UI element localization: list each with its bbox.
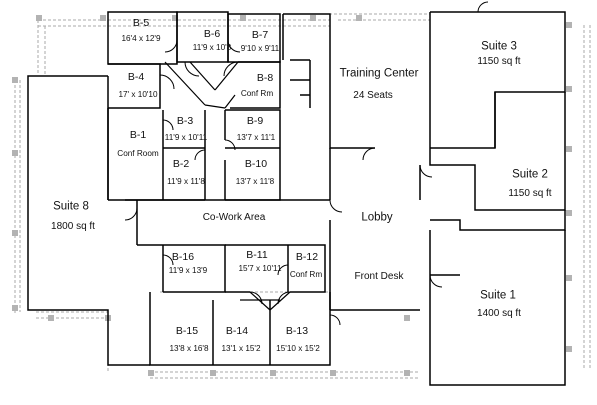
room-b13-name: B-13	[285, 324, 309, 337]
room-b9-name: B-9	[246, 114, 264, 127]
room-b14-name: B-14	[225, 324, 249, 337]
room-b3-name: B-3	[176, 114, 194, 127]
room-b15-name: B-15	[175, 324, 199, 337]
room-b12-name: B-12	[295, 250, 319, 263]
room-b7-size: 9'10 x 9'11	[240, 43, 280, 53]
outer-dashed-boundary	[14, 13, 591, 379]
suite-8-name: Suite 8	[53, 200, 89, 213]
room-b10-name: B-10	[244, 157, 268, 170]
lobby-label: Lobby	[361, 211, 393, 224]
suite-1-name: Suite 1	[480, 289, 516, 302]
room-b2-size: 11'9 x 11'8	[167, 176, 205, 186]
suite-2-name: Suite 2	[512, 168, 548, 181]
suite-8-size: 1800 sq ft	[51, 221, 95, 232]
room-b9-size: 13'7 x 11'1	[236, 132, 276, 142]
room-b8-name: B-8	[256, 71, 274, 84]
room-b1-name: B-1	[129, 128, 147, 141]
room-b7-name: B-7	[251, 28, 269, 41]
room-b1-size: Conf Room	[117, 148, 159, 158]
room-b12-size: Conf Rm	[289, 269, 323, 279]
room-b8-size: Conf Rm	[240, 88, 274, 98]
room-b5-name: B-5	[132, 16, 150, 29]
suite-1-size: 1400 sq ft	[477, 308, 521, 319]
room-b16-name: B-16	[171, 250, 195, 263]
room-b2-name: B-2	[172, 157, 190, 170]
columns	[12, 15, 572, 376]
room-b6-name: B-6	[203, 27, 221, 40]
room-b10-size: 13'7 x 11'8	[235, 176, 275, 186]
room-b4-size: 17' x 10'10	[118, 89, 158, 99]
room-b5-size: 16'4 x 12'9	[121, 33, 161, 43]
room-b3-size: 11'9 x 10'11	[164, 132, 208, 142]
co-work-area-label: Co-Work Area	[202, 212, 266, 223]
training-center-name: Training Center	[339, 67, 419, 80]
suite-2-size: 1150 sq ft	[508, 188, 552, 199]
room-b6-size: 11'9 x 10'8	[192, 42, 232, 52]
suite-3-size: 1150 sq ft	[477, 56, 521, 67]
front-desk-label: Front Desk	[354, 271, 404, 282]
room-b13-size: 15'10 x 15'2	[276, 343, 320, 353]
walls	[27, 11, 566, 386]
room-b4-name: B-4	[127, 70, 145, 83]
room-b11-size: 15'7 x 10'11	[238, 263, 282, 273]
room-b15-size: 13'8 x 16'8	[169, 343, 209, 353]
suite-3-name: Suite 3	[481, 40, 517, 53]
training-center-seats: 24 Seats	[353, 90, 393, 101]
room-b16-size: 11'9 x 13'9	[168, 265, 208, 275]
room-b14-size: 13'1 x 15'2	[221, 343, 261, 353]
core-hallway	[164, 61, 291, 311]
room-b11-name: B-11	[246, 248, 268, 261]
